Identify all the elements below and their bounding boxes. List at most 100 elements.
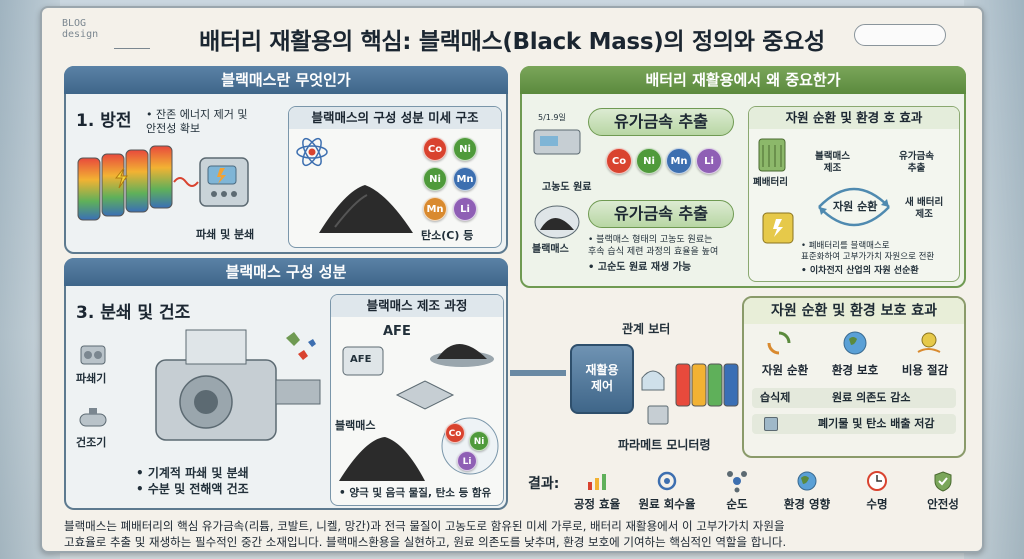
- footer-line-1: 블랙매스는 폐배터리의 핵심 유가금속(리튬, 코발트, 니켈, 망간)과 전극…: [64, 519, 785, 533]
- crushing-machine-icon: [155, 329, 321, 441]
- sieve-tray-icon: [395, 380, 455, 410]
- metal-mn-2: Mn: [423, 197, 447, 221]
- atom-icon: [296, 137, 328, 167]
- result-safety: 안전성: [908, 470, 978, 512]
- result-recovery: 원료 회수율: [632, 470, 702, 512]
- carbon-label: 탄소(C) 등: [421, 229, 474, 242]
- metal-ni-2: Ni: [423, 167, 447, 191]
- molecule-purity-icon: [727, 471, 747, 493]
- row1-left: 습식제: [760, 391, 791, 404]
- effects-row-2: 폐기물 및 탄소 배출 저감: [752, 414, 956, 434]
- clock-icon: [867, 471, 887, 491]
- earth-icon: [797, 471, 817, 491]
- metal-ni: Ni: [453, 137, 477, 161]
- cycle-title: 자원 순환 및 환경 호 효과: [749, 107, 959, 129]
- metal-co: Co: [423, 137, 447, 161]
- logo-line2: design: [62, 29, 99, 40]
- structure-title: 블랙매스의 구성 성분 미세 구조: [289, 107, 501, 129]
- result-efficiency-label: 공정 효율: [573, 497, 621, 511]
- row1-right: 원료 의존도 감소: [832, 391, 911, 404]
- coin-hand-icon: [917, 332, 941, 353]
- new-battery-icon: [762, 212, 794, 244]
- cycle-arrows-icon: [818, 187, 890, 227]
- effects-title: 자원 순환 및 환경 보호 효과: [744, 298, 964, 324]
- cube-icon: [764, 417, 778, 431]
- recycle-control-chip[interactable]: 재활용 제어: [570, 344, 634, 414]
- step3-title: 3. 분쇄 및 건조: [76, 303, 191, 323]
- cycle-bullet-1: • 폐배터리를 블랙매스로 표준화하여 고부가가치 자원으로 전환: [801, 241, 935, 262]
- row2-right: 폐기물 및 탄소 배출 저감: [818, 417, 935, 430]
- result-environment: 환경 영향: [772, 470, 842, 512]
- powder-dish-icon: [430, 344, 494, 367]
- bm-make-label: 블랙매스 제조: [815, 151, 850, 174]
- footer-line-2: 고효율로 추출 및 재생하는 필수적인 중간 소재입니다. 블랙매스환용을 실현…: [64, 535, 787, 549]
- sensor-label: 관계 보터: [622, 322, 671, 336]
- waste-battery-icon: [758, 138, 786, 172]
- crusher-label: 파쇄기: [76, 372, 107, 385]
- panel-why-header: 배터리 재활용에서 왜 중요한가: [520, 66, 966, 94]
- crusher-icon: [80, 345, 106, 365]
- blackmass-label: 블랙매스: [335, 419, 376, 432]
- blackmass-pile: [339, 437, 425, 481]
- process-title: 블랙매스 제조 과정: [331, 295, 503, 317]
- infographic-board: BLOG design 배터리 재활용의 핵심: 블랙매스(Black Mass…: [40, 6, 984, 553]
- sub-metal-li: Li: [457, 451, 477, 471]
- panel-effects: 자원 순환 및 환경 보호 효과 자원 순환 환경 보호 비용 절감 습식제 원…: [742, 296, 966, 458]
- black-powder-pile: [319, 185, 413, 233]
- bullet-drying: • 수분 및 전해액 건조: [136, 482, 249, 496]
- afe-chip-icon: [342, 346, 384, 376]
- param-monitor-label: 파라메트 모니터령: [618, 438, 711, 452]
- metal-li: Li: [453, 197, 477, 221]
- control-chip-label: 재활용 제어: [585, 363, 619, 393]
- step1-title: 1. 방전: [76, 111, 132, 131]
- sub-metal-ni: Ni: [469, 431, 489, 451]
- afe-chip-text: AFE: [350, 354, 372, 365]
- effect-cost-saving: 비용 절감: [901, 363, 949, 377]
- cycle-center-label: 자원 순환: [833, 200, 878, 213]
- sensor-bulb-icon: [641, 370, 665, 391]
- process-box: 블랙매스 제조 과정 AFE AFE 블랙매스 Co Ni Li •: [330, 294, 504, 506]
- effect-env-protection: 환경 보호: [831, 363, 879, 377]
- results-label: 결과:: [528, 476, 560, 492]
- panel-why-important: 배터리 재활용에서 왜 중요한가 5/1.9일 유가금속 추출 Co Ni Mn…: [520, 66, 966, 288]
- cycle-bullet-2: • 이차전지 산업의 자원 선순환: [801, 266, 919, 276]
- footer-summary: 블랙매스는 폐배터리의 핵심 유가금속(리튬, 코발트, 니켈, 망간)과 전극…: [64, 518, 962, 551]
- why-metal-ni: Ni: [636, 148, 662, 174]
- shield-check-icon: [934, 471, 952, 492]
- device-label: 5/1.9일: [538, 113, 566, 122]
- panel-composition-header: 블랙매스 구성 성분: [64, 258, 508, 286]
- why-bullet-1: • 블랙매스 형태의 고농도 원료는 후속 습식 제련 과정의 효율을 높여: [588, 235, 719, 257]
- discharge-device-icon: [199, 157, 249, 207]
- structure-box: 블랙매스의 구성 성분 미세 구조 Co Ni Ni Mn Mn Li 탄소(C…: [288, 106, 502, 248]
- recovery-icon: [657, 471, 677, 491]
- metal-mn: Mn: [453, 167, 477, 191]
- waste-battery-label: 폐배터리: [753, 177, 788, 188]
- bar-chart-icon: [588, 474, 606, 490]
- blog-logo: BLOG design: [62, 18, 98, 40]
- source-label: 고농도 원료: [542, 182, 592, 193]
- result-lifespan: 수명: [842, 470, 912, 512]
- cycle-box: 자원 순환 및 환경 호 효과 폐배터리 블랙매스 제조 유가금속 추출 자원 …: [748, 106, 960, 282]
- analyzer-device-icon: [533, 129, 581, 155]
- panel-what-header: 블랙매스란 무엇인가: [64, 66, 508, 94]
- globe-icon: [843, 331, 867, 355]
- step1-description: • 잔존 에너지 제거 및 안전성 확보: [146, 108, 248, 135]
- extract-pill-2: 유가금속 추출: [588, 200, 734, 228]
- search-input[interactable]: [854, 24, 946, 46]
- result-recovery-label: 원료 회수율: [638, 497, 696, 511]
- process-bullet: • 양극 및 음극 물질, 탄소 등 함유: [339, 487, 492, 499]
- afe-label: AFE: [383, 324, 411, 339]
- panel-composition: 블랙매스 구성 성분 3. 분쇄 및 건조 파쇄기 건조기 • 기계적 파쇄 및…: [64, 258, 508, 510]
- effect-resource-cycle: 자원 순환: [761, 363, 809, 377]
- panel-what-is-blackmass: 블랙매스란 무엇인가 1. 방전 • 잔존 에너지 제거 및 안전성 확보: [64, 66, 508, 254]
- logo-underline: [114, 48, 150, 49]
- metal-extract-label: 유가금속 추출: [899, 151, 934, 174]
- why-metal-li: Li: [696, 148, 722, 174]
- result-environment-label: 환경 영향: [783, 497, 831, 511]
- result-purity: 순도: [702, 470, 772, 512]
- arrow-to-control: [510, 370, 566, 376]
- result-safety-label: 안전성: [927, 497, 959, 511]
- monitor-device-icon: [647, 405, 669, 425]
- recycle-arrows-icon: [767, 331, 791, 355]
- sub-metal-co: Co: [445, 423, 465, 443]
